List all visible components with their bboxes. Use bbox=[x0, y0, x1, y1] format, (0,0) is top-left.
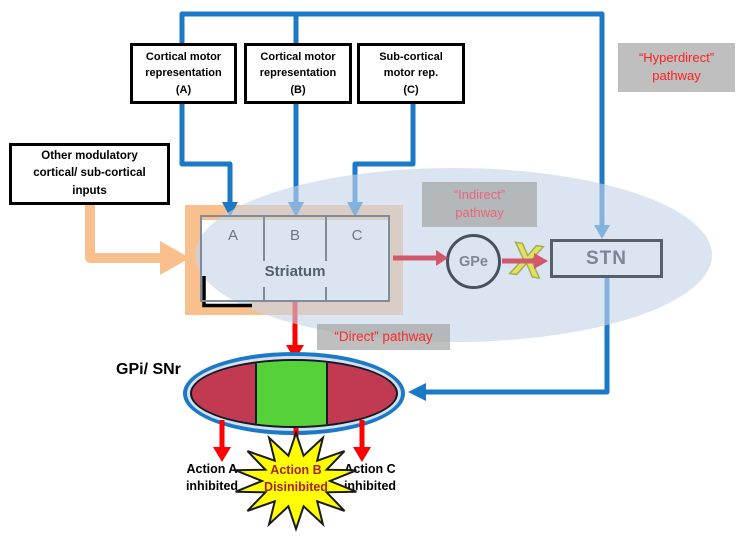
action-c-text: Action C inhibited bbox=[330, 461, 410, 495]
action-a-line1: Action A bbox=[186, 462, 238, 476]
gpe-circle: GPe bbox=[446, 234, 501, 289]
hyperdirect-pathway-label: “Hyperdirect” pathway bbox=[618, 43, 735, 92]
action-b-text: Action B Disinibited bbox=[240, 462, 352, 496]
box-c-line3: (C) bbox=[403, 83, 419, 96]
box-mod-line2: cortical/ sub-cortical bbox=[33, 167, 146, 180]
box-c-line1: Sub-cortical bbox=[379, 50, 443, 63]
box-mod-line1: Other modulatory bbox=[41, 150, 138, 163]
action-c-line1: Action C bbox=[344, 462, 396, 476]
box-cortical-motor-a: Cortical motor representation (A) bbox=[130, 43, 237, 104]
cortex-a-to-striatum-line bbox=[179, 103, 233, 204]
gpi-disinhibited-channel bbox=[255, 361, 328, 426]
stn-label: STN bbox=[586, 247, 627, 269]
indirect-pathway-label: “Indirect” pathway bbox=[422, 182, 537, 227]
striatum-divider-2-tick bbox=[325, 287, 327, 300]
action-b-line1: Action B bbox=[270, 463, 322, 477]
action-a-line2: inhibited bbox=[185, 479, 239, 493]
striatum-divider-2 bbox=[325, 217, 327, 261]
direct-pathway-label: “Direct” pathway bbox=[317, 324, 450, 350]
modulatory-arrowhead bbox=[160, 241, 190, 275]
box-a-line2: representation bbox=[145, 67, 222, 80]
box-b-line1: Cortical motor bbox=[260, 50, 336, 63]
gpe-label: GPe bbox=[458, 253, 488, 270]
modulatory-input-arrow bbox=[85, 199, 160, 263]
box-a-line3: (A) bbox=[175, 83, 192, 96]
box-subcortical-motor-c: Sub-cortical motor rep. (C) bbox=[357, 43, 465, 104]
indirect-label-line2: pathway bbox=[455, 205, 504, 220]
gpi-snr-inner bbox=[190, 359, 398, 428]
striatum-box: A B C Striatum bbox=[200, 215, 390, 302]
box-mod-line3: inputs bbox=[72, 184, 107, 197]
striatum-section-b: B bbox=[289, 227, 300, 244]
box-a-line1: Cortical motor bbox=[145, 50, 222, 63]
hyperdirect-label-line2: pathway bbox=[652, 68, 701, 83]
hyperdirect-label-line1: “Hyperdirect” bbox=[638, 50, 715, 65]
action-b-line2: Disinibited bbox=[264, 480, 328, 494]
gpi-snr-label: GPi/ SNr bbox=[116, 361, 181, 378]
striatum-label: Striatum bbox=[264, 263, 326, 280]
box-c-line2: motor rep. bbox=[383, 67, 439, 80]
box-other-modulatory-inputs: Other modulatory cortical/ sub-cortical … bbox=[9, 143, 170, 205]
action-a-text: Action A inhibited bbox=[172, 461, 252, 495]
striatum-divider-1-tick bbox=[263, 287, 265, 300]
action-c-line2: inhibited bbox=[343, 479, 397, 493]
stn-box: STN bbox=[550, 239, 663, 278]
striatum-section-a: A bbox=[227, 227, 238, 244]
box-b-line2: representation bbox=[259, 67, 337, 80]
box-b-line3: (B) bbox=[290, 83, 306, 96]
indirect-label-line1: “Indirect” bbox=[453, 187, 506, 202]
striatum-divider-1 bbox=[263, 217, 265, 261]
action-c-arrowhead bbox=[353, 447, 371, 462]
gpi-snr-ellipse bbox=[183, 352, 405, 435]
blocker-x-mark: X bbox=[507, 231, 547, 289]
gpi-input-arrowhead-blue bbox=[408, 383, 426, 401]
box-cortical-motor-b: Cortical motor representation (B) bbox=[244, 43, 352, 104]
action-a-arrowhead bbox=[213, 447, 231, 462]
striatum-section-c: C bbox=[351, 227, 363, 244]
